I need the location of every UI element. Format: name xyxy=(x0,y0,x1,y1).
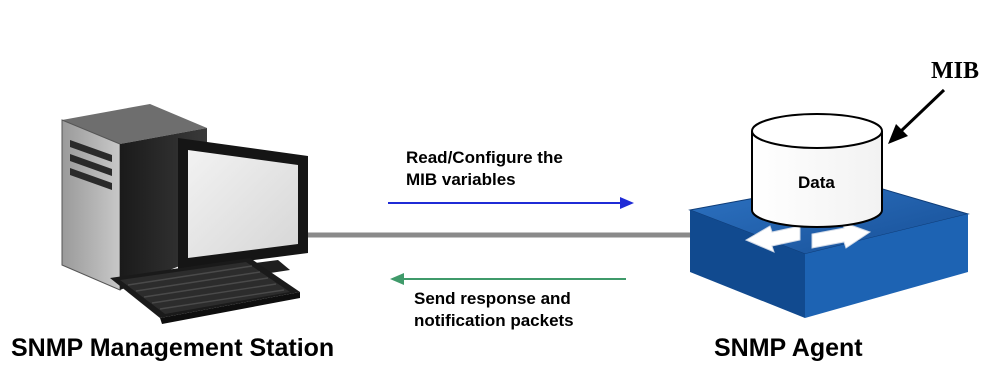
response-arrow xyxy=(390,273,626,285)
management-station-title: SNMP Management Station xyxy=(11,334,335,362)
request-arrow xyxy=(388,197,634,209)
computer-icon xyxy=(61,104,308,324)
agent-title: SNMP Agent xyxy=(714,334,863,362)
database-icon xyxy=(751,113,883,228)
mib-pointer-arrow xyxy=(888,88,946,144)
mib-label: MIB xyxy=(931,58,979,84)
request-label-line1: Read/Configure the xyxy=(406,148,563,167)
response-label-line1: Send response and xyxy=(414,289,571,308)
data-label: Data xyxy=(798,173,835,192)
request-label-line2: MIB variables xyxy=(406,170,516,189)
response-label-line2: notification packets xyxy=(414,311,574,330)
